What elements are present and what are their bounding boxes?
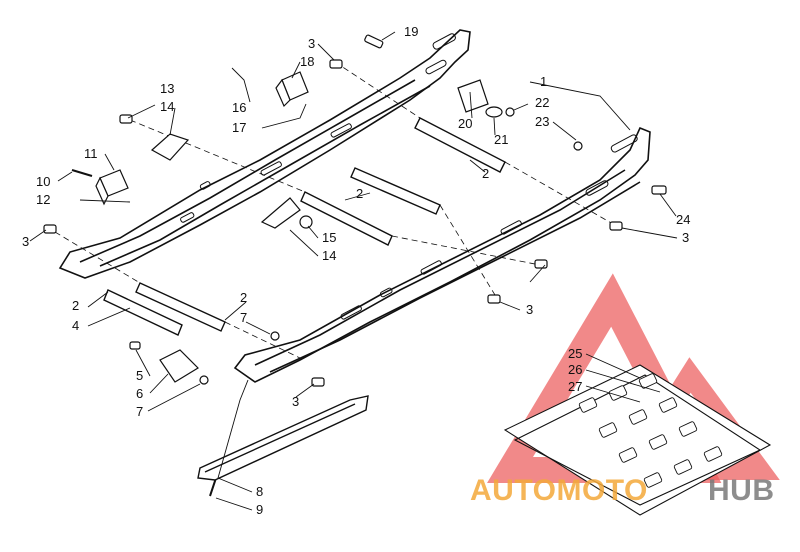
callout-2-center: 2 <box>356 186 363 201</box>
callout-7-right: 7 <box>240 310 247 325</box>
callout-15: 15 <box>322 230 336 245</box>
wear-strip <box>197 395 369 481</box>
callout-5: 5 <box>136 368 143 383</box>
callout-9: 9 <box>256 502 263 517</box>
callout-1: 1 <box>540 74 547 89</box>
callout-25: 25 <box>568 346 582 361</box>
callout-12: 12 <box>36 192 50 207</box>
callout-labels: 1 2 2 2 2 3 3 3 3 3 4 5 6 7 7 8 9 10 11 … <box>22 24 690 517</box>
callout-4: 4 <box>72 318 79 333</box>
callout-16: 16 <box>232 100 246 115</box>
callout-18: 18 <box>300 54 314 69</box>
hardware <box>43 34 667 497</box>
callout-8: 8 <box>256 484 263 499</box>
watermark-text: AUTOMOTO HUB <box>470 474 775 507</box>
callout-3-bottom: 3 <box>292 394 299 409</box>
callout-2-lower: 2 <box>240 290 247 305</box>
callout-11: 11 <box>84 146 98 161</box>
callout-20: 20 <box>458 116 472 131</box>
frame-rails <box>58 29 651 383</box>
leader-lines <box>29 31 678 511</box>
callout-3-mid: 3 <box>526 302 533 317</box>
callout-27: 27 <box>568 379 582 394</box>
centerline-dashes <box>54 61 621 359</box>
callout-26: 26 <box>568 362 582 377</box>
callout-3-top: 3 <box>308 36 315 51</box>
callout-6: 6 <box>136 386 143 401</box>
callout-24: 24 <box>676 212 690 227</box>
callout-2-right: 2 <box>482 166 489 181</box>
cross-shafts <box>103 117 506 336</box>
track-assembly <box>503 364 772 516</box>
watermark-brand-main: AUTOMOTO <box>470 474 648 507</box>
callout-10: 10 <box>36 174 50 189</box>
callout-13: 13 <box>160 81 174 96</box>
callout-19: 19 <box>404 24 418 39</box>
callout-3-right: 3 <box>682 230 689 245</box>
callout-3-left: 3 <box>22 234 29 249</box>
callout-14-top: 14 <box>160 99 174 114</box>
callout-17: 17 <box>232 120 246 135</box>
callout-2-left: 2 <box>72 298 79 313</box>
callout-21: 21 <box>494 132 508 147</box>
callout-23: 23 <box>535 114 549 129</box>
callout-22: 22 <box>535 95 549 110</box>
callout-14-bottom: 14 <box>322 248 336 263</box>
watermark-brand-accent: HUB <box>708 474 775 507</box>
callout-7-left: 7 <box>136 404 143 419</box>
